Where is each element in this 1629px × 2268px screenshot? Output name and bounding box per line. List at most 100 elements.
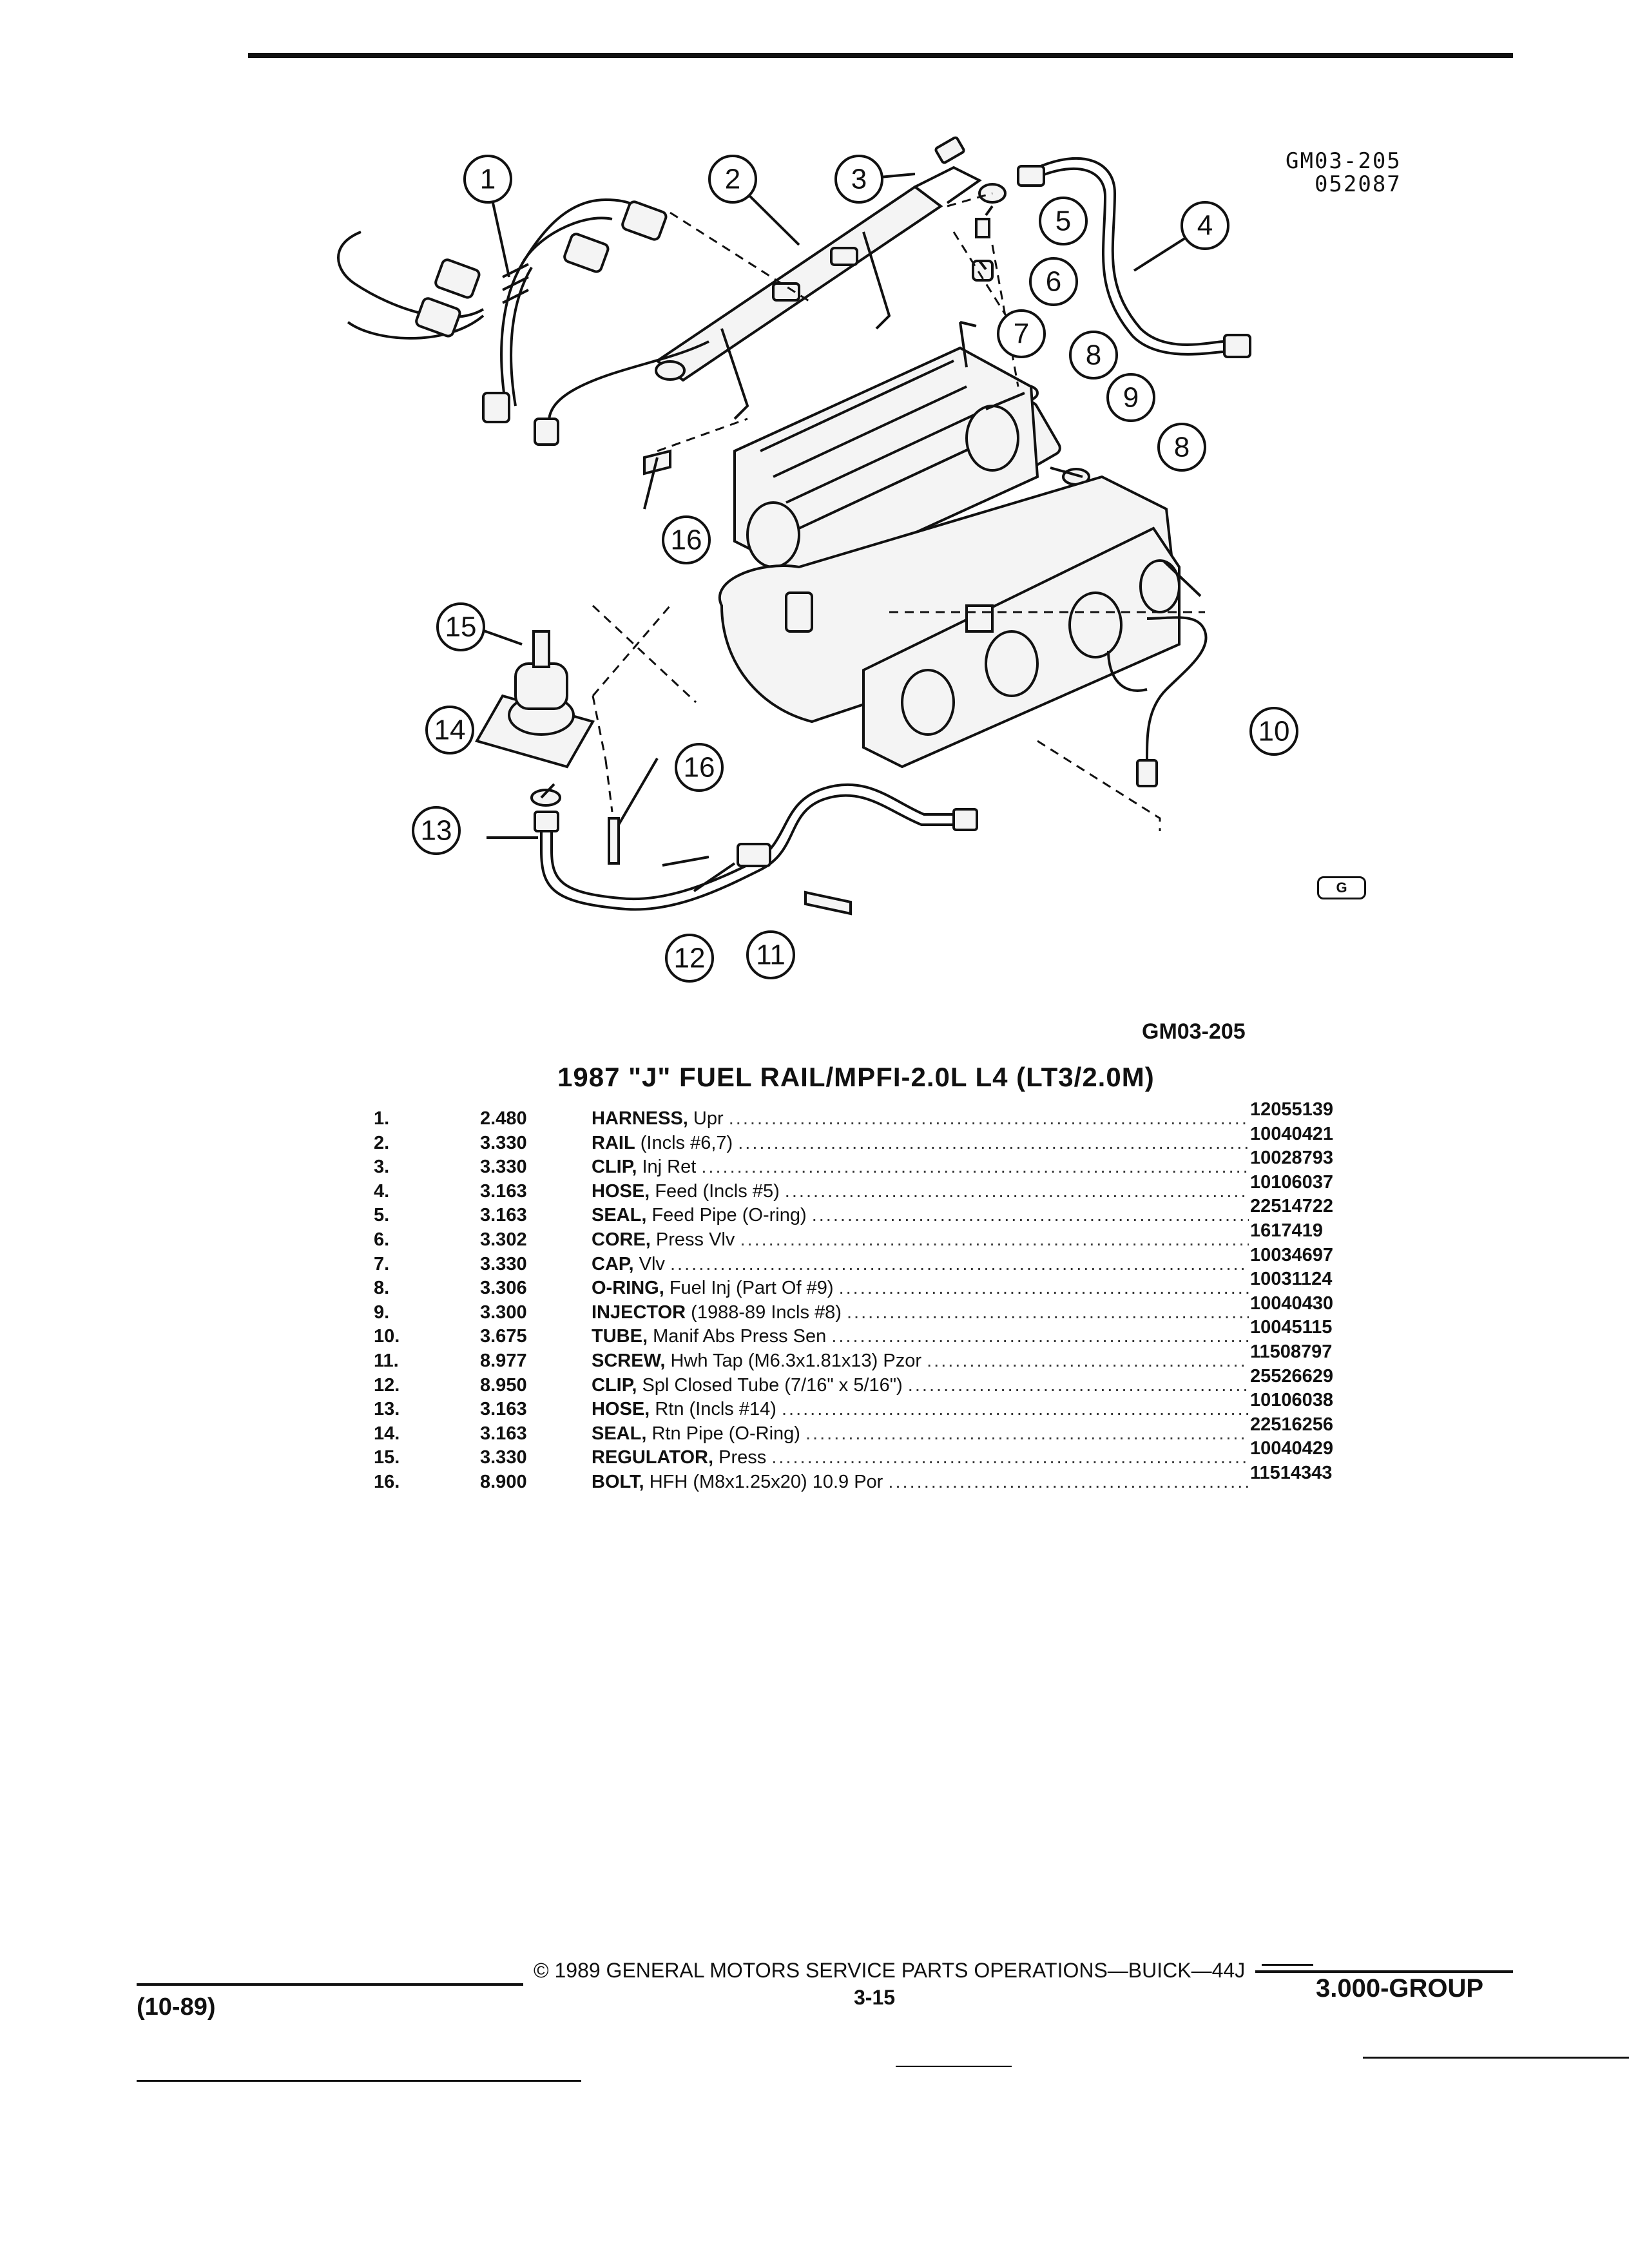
- item-number: 16.: [374, 1471, 400, 1492]
- callout-9: 9: [1106, 373, 1155, 422]
- leader-dots: ........................................…: [784, 1180, 1249, 1202]
- screw: [804, 890, 852, 916]
- page-number: 3-15: [854, 1986, 896, 2009]
- leader-dots: ........................................…: [771, 1447, 1249, 1468]
- leader-dots: ........................................…: [728, 1108, 1249, 1129]
- description: CLIP, Spl Closed Tube (7/16" x 5/16") ..…: [592, 1374, 1249, 1398]
- item-number: 14.: [374, 1423, 400, 1444]
- part-name: REGULATOR,: [592, 1447, 714, 1468]
- description: CLIP, Inj Ret ..........................…: [592, 1155, 1249, 1180]
- part-detail: Rtn Pipe (O-Ring): [651, 1423, 800, 1444]
- callout-4: 4: [1181, 201, 1229, 250]
- group-number: 2.480: [480, 1108, 527, 1129]
- callout-6: 6: [1029, 257, 1078, 306]
- part-detail: (Incls #6,7): [640, 1132, 733, 1153]
- group-number: 8.977: [480, 1350, 527, 1371]
- connector: [482, 392, 510, 423]
- description: CORE, Press Vlv ........................…: [592, 1228, 1249, 1253]
- part-number: 22514722: [1250, 1196, 1334, 1217]
- leader-dots: ........................................…: [805, 1423, 1249, 1444]
- item-number: 15.: [374, 1447, 400, 1468]
- part-number: 10040430: [1250, 1293, 1334, 1314]
- part-detail: Upr: [693, 1108, 724, 1129]
- connector: [621, 200, 668, 241]
- item-number: 13.: [374, 1399, 400, 1420]
- part-number: 10034697: [1250, 1244, 1334, 1265]
- callout-3: 3: [834, 155, 883, 204]
- part-name: BOLT,: [592, 1471, 644, 1492]
- part-name: CLIP,: [592, 1157, 637, 1178]
- footer-rule-right: [1255, 1970, 1513, 1973]
- svg-text:2: 2: [725, 164, 740, 195]
- item-number: 9.: [374, 1302, 390, 1323]
- part-name: SCREW,: [592, 1350, 666, 1371]
- footer-rule-mid: [1262, 1964, 1313, 1966]
- part-detail: Manif Abs Press Sen: [653, 1326, 827, 1347]
- table-row: 14. 3.163 SEAL, Rtn Pipe (O-Ring) ........…: [374, 1414, 1379, 1446]
- group-number: 3.302: [480, 1229, 527, 1250]
- group-number: 8.950: [480, 1374, 527, 1396]
- svg-text:11: 11: [756, 939, 786, 971]
- table-row: 6. 3.302 CORE, Press Vlv .................…: [374, 1220, 1379, 1253]
- description: O-RING, Fuel Inj (Part Of #9) ..........…: [592, 1276, 1249, 1301]
- intake-manifold: [718, 346, 1181, 769]
- leader-dots: ........................................…: [740, 1229, 1249, 1250]
- part-number: 25526629: [1250, 1365, 1334, 1387]
- bottom-rule-mid: [896, 2066, 1012, 2067]
- group-number: 3.163: [480, 1205, 527, 1226]
- injector-clip: [934, 136, 965, 164]
- part-detail: Vlv: [639, 1253, 665, 1274]
- connector: [434, 258, 481, 299]
- part-number: 10031124: [1250, 1269, 1333, 1290]
- part-detail: Press: [718, 1447, 767, 1468]
- description: HARNESS, Upr ...........................…: [592, 1107, 1249, 1131]
- description: HOSE, Rtn (Incls #14) ..................…: [592, 1398, 1249, 1422]
- figure-id-date: 052087: [1314, 171, 1402, 197]
- description: REGULATOR, Press .......................…: [592, 1446, 1249, 1470]
- part-name: HARNESS,: [592, 1108, 688, 1129]
- item-number: 6.: [374, 1229, 390, 1250]
- figure-id: GM03-205 052087: [1286, 149, 1402, 196]
- svg-text:3: 3: [851, 164, 867, 195]
- leader-dots: ........................................…: [701, 1157, 1249, 1178]
- group-number: 3.163: [480, 1423, 527, 1444]
- group-number: 3.163: [480, 1399, 527, 1420]
- svg-text:7: 7: [1014, 318, 1029, 350]
- group-number: 3.330: [480, 1253, 527, 1274]
- callout-15: 15: [436, 602, 485, 651]
- part-name: SEAL,: [592, 1205, 647, 1226]
- part-number: 11514343: [1250, 1462, 1333, 1483]
- item-number: 11.: [374, 1350, 399, 1371]
- leader-dots: ........................................…: [781, 1399, 1249, 1420]
- item-number: 1.: [374, 1108, 390, 1129]
- part-number: 10106038: [1250, 1390, 1334, 1411]
- leader-dots: ........................................…: [927, 1350, 1249, 1371]
- bolt: [608, 817, 620, 865]
- callout-7: 7: [997, 309, 1046, 358]
- tube-clip: [737, 843, 771, 867]
- part-detail: (1988-89 Incls #8): [691, 1302, 842, 1323]
- map-sensor-tube: [1107, 616, 1208, 787]
- leader-dots: ........................................…: [831, 1326, 1249, 1347]
- table-row: 1. 2.480 HARNESS, Upr ....................…: [374, 1099, 1379, 1131]
- part-name: HOSE,: [592, 1399, 650, 1420]
- fuel-rail: [534, 166, 982, 446]
- connector: [415, 297, 461, 338]
- part-detail: Inj Ret: [642, 1157, 697, 1178]
- svg-text:10: 10: [1258, 716, 1290, 747]
- part-name: CAP,: [592, 1253, 634, 1274]
- part-name: O-RING,: [592, 1278, 664, 1299]
- part-name: CORE,: [592, 1229, 651, 1250]
- part-name: SEAL,: [592, 1423, 647, 1444]
- part-number: 22516256: [1250, 1414, 1334, 1435]
- group-number: 3.163: [480, 1180, 527, 1202]
- svg-text:8: 8: [1174, 432, 1190, 463]
- group-number: 3.330: [480, 1447, 527, 1468]
- group-number: 8.900: [480, 1471, 527, 1492]
